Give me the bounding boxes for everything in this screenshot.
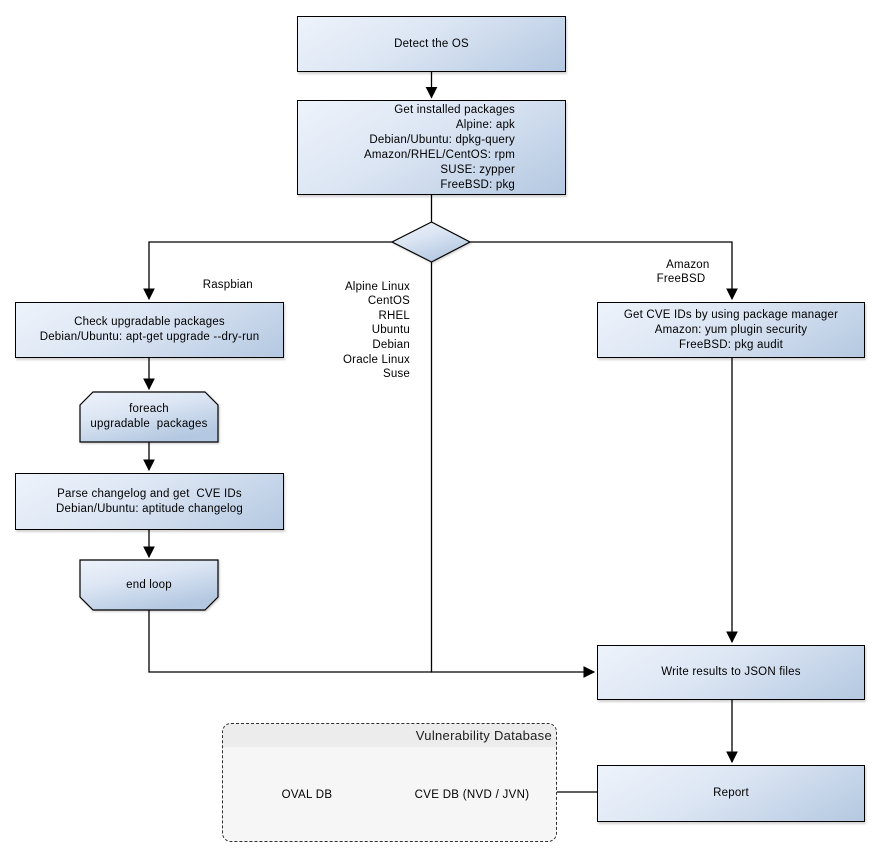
branch-label-os-list: Alpine Linux CentOS RHEL Ubuntu Debian O… <box>300 265 410 396</box>
node-detect-os-label: Detect the OS <box>394 37 469 50</box>
node-parse-changelog: Parse changelog and get CVE IDs Debian/U… <box>15 473 284 530</box>
branch-label-amazon-freebsd: Amazon FreeBSD <box>631 243 731 301</box>
edge-diamond-to-check <box>143 241 392 301</box>
branch-label-raspbian-text: Raspbian <box>202 278 253 291</box>
node-parse-changelog-label: Parse changelog and get CVE IDs Debian/U… <box>56 487 243 515</box>
node-get-cve-ids-label: Get CVE IDs by using package manager Ama… <box>623 308 839 351</box>
end-loop-shape <box>79 559 219 611</box>
end-loop-label-box: end loop <box>80 560 218 610</box>
edge-endloop-to-write <box>148 610 596 678</box>
foreach-loop-shape <box>79 391 219 443</box>
node-check-upgradable: Check upgradable packages Debian/Ubuntu:… <box>15 302 284 358</box>
branch-label-amazon-freebsd-text: Amazon FreeBSD <box>656 258 710 286</box>
node-get-cve-ids: Get CVE IDs by using package manager Ama… <box>597 302 865 358</box>
cve-db-label: CVE DB (NVD / JVN) <box>414 789 530 801</box>
vulnerability-database-group: Vulnerability Database <box>222 723 557 842</box>
oval-db-label-box: OVAL DB <box>238 778 376 812</box>
branch-label-os-list-text: Alpine Linux CentOS RHEL Ubuntu Debian O… <box>343 280 410 381</box>
end-loop-label: end loop <box>126 578 172 591</box>
oval-db-label: OVAL DB <box>281 789 333 801</box>
node-report: Report <box>597 765 865 822</box>
edge-diamond-to-getcve <box>470 241 738 301</box>
branch-label-raspbian: Raspbian <box>171 263 271 307</box>
vulnerability-database-header: Vulnerability Database <box>223 724 556 747</box>
node-check-upgradable-label: Check upgradable packages Debian/Ubuntu:… <box>39 316 260 343</box>
decision-diamond <box>390 221 472 263</box>
node-get-installed-packages: Get installed packages Alpine: apk Debia… <box>297 100 566 195</box>
foreach-loop-label: foreach upgradable packages <box>90 403 208 430</box>
foreach-loop-label-box: foreach upgradable packages <box>80 392 218 442</box>
node-write-results: Write results to JSON files <box>597 645 865 700</box>
node-detect-os: Detect the OS <box>297 16 566 72</box>
node-report-label: Report <box>713 787 749 799</box>
node-get-installed-packages-label: Get installed packages Alpine: apk Debia… <box>364 103 515 191</box>
node-write-results-label: Write results to JSON files <box>661 666 801 678</box>
cve-db-label-box: CVE DB (NVD / JVN) <box>403 778 541 812</box>
vulnerability-database-title: Vulnerability Database <box>415 728 552 743</box>
